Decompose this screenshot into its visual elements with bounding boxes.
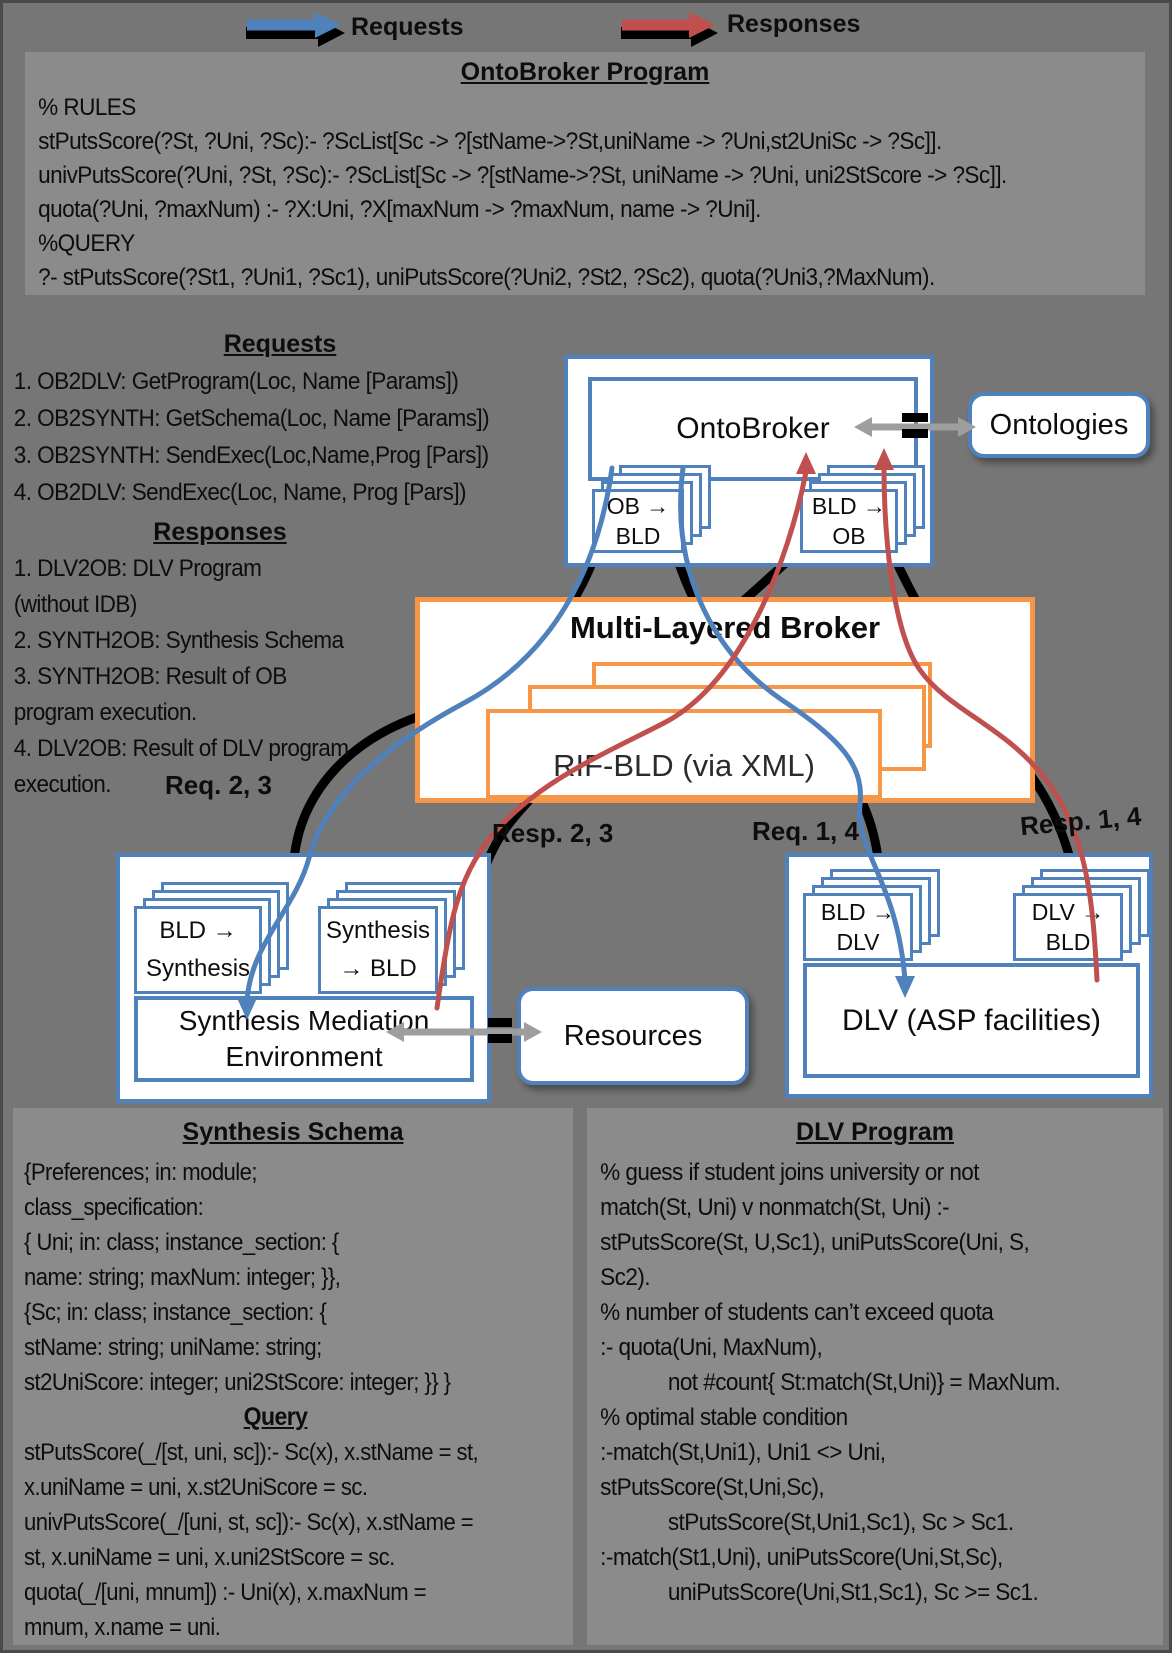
- dlv-line: stPutsScore(St, U,Sc1), uniPutsScore(Uni…: [600, 1229, 1030, 1256]
- ob-to-bld-converter-stack: OB → BLD: [592, 465, 711, 553]
- synthesis-mediation-box: Synthesis Mediation Environment: [134, 996, 474, 1082]
- requests-list-title: Requests: [223, 330, 337, 358]
- request-item: 4. OB2DLV: SendExec(Loc, Name, Prog [Par…: [13, 479, 467, 506]
- dlv-line: stPutsScore(St,Uni1,Sc1), Sc > Sc1.: [667, 1509, 1014, 1536]
- query-line: mnum, x.name = uni.: [24, 1614, 221, 1641]
- card-label-line: DLV →: [1031, 899, 1105, 925]
- edge-label-resp23: Resp. 2, 3: [492, 818, 614, 848]
- query-line: st, x.uniName = uni, x.uni2StScore = sc.: [24, 1544, 395, 1571]
- card-label-line: BLD →: [159, 917, 237, 944]
- dlv-program-block: DLV Program % guess if student joins uni…: [587, 1118, 1163, 1610]
- ontologies-label: Ontologies: [989, 408, 1129, 441]
- card-label-line: OB: [832, 523, 866, 549]
- bld-to-synthesis-converter-stack: BLD → Synthesis: [134, 882, 289, 994]
- card-label-line: BLD: [1045, 929, 1091, 955]
- dlv-line: Sc2).: [600, 1264, 651, 1291]
- ontobroker-label: OntoBroker: [676, 412, 830, 445]
- query-line: x.uniName = uni, x.st2UniScore = sc.: [24, 1474, 368, 1501]
- dlv-line: :-match(St,Uni1), Uni1 <> Uni,: [600, 1439, 886, 1466]
- response-item: program execution.: [13, 699, 198, 726]
- dlv-line: % optimal stable condition: [600, 1404, 848, 1431]
- query-line: stPutsScore(_/[st, uni, sc]):- Sc(x), x.…: [24, 1439, 479, 1466]
- schema-line: st2UniScore: integer; uni2StScore: integ…: [24, 1369, 451, 1396]
- rule-line: ?- stPutsScore(?St1, ?Uni1, ?Sc1), uniPu…: [38, 264, 935, 291]
- card-label-line: BLD →: [811, 493, 887, 519]
- schema-line: name: string; maxNum: integer; }},: [24, 1264, 341, 1291]
- request-item: 3. OB2SYNTH: SendExec(Loc,Name,Prog [Par…: [13, 442, 489, 469]
- dlv-program-title: DLV Program: [796, 1118, 954, 1146]
- edge-label-resp14: Resp. 1, 4: [1018, 800, 1143, 842]
- rule-line: stPutsScore(?St, ?Uni, ?Sc):- ?ScList[Sc…: [38, 128, 942, 155]
- synthesis-mediation-label-line1: Synthesis Mediation: [178, 1005, 430, 1036]
- rif-card-front: RIF-BLD (via XML): [486, 709, 882, 799]
- dlv-line: :-match(St1,Uni), uniPutsScore(Uni,St,Sc…: [600, 1544, 1003, 1571]
- requests-list: Requests 1. OB2DLV: GetProgram(Loc, Name…: [10, 330, 550, 511]
- synthesis-schema-panel: [13, 1108, 573, 1645]
- bld-to-dlv-converter-stack: BLD → DLV: [803, 869, 940, 961]
- rule-line: %QUERY: [38, 230, 135, 257]
- bld-to-ob-converter-stack: BLD → OB: [800, 465, 925, 553]
- ontologies-box: Ontologies: [968, 392, 1150, 458]
- schema-line: {Sc; in: class; instance_section: {: [24, 1299, 327, 1326]
- responses-arrow-icon: [621, 12, 718, 47]
- dlv-line: % guess if student joins university or n…: [600, 1159, 979, 1186]
- schema-line: { Uni; in: class; instance_section: {: [24, 1229, 339, 1256]
- response-item: execution.: [13, 771, 112, 798]
- edge-label-req23: Req. 2, 3: [165, 770, 272, 800]
- response-item: 2. SYNTH2OB: Synthesis Schema: [13, 627, 344, 654]
- responses-list-title: Responses: [153, 518, 287, 546]
- synthesis-mediation-label-line2: Environment: [225, 1041, 383, 1072]
- query-line: quota(_/[uni, mnum]) :- Uni(x), x.maxNum…: [24, 1579, 427, 1606]
- schema-line: stName: string; uniName: string;: [24, 1334, 322, 1361]
- dlv-line: stPutsScore(St,Uni,Sc),: [600, 1474, 825, 1501]
- query-title: Query: [243, 1403, 308, 1431]
- rif-bld-label: RIF-BLD (via XML): [553, 748, 815, 783]
- dlv-line: not #count{ St:match(St,Uni)} = MaxNum.: [667, 1369, 1061, 1396]
- dlv-line: match(St, Uni) v nonmatch(St, Uni) :-: [600, 1194, 950, 1221]
- schema-line: {Preferences; in: module;: [24, 1159, 257, 1186]
- responses-list: Responses 1. DLV2OB: DLV Program (withou…: [10, 518, 430, 803]
- rule-line: univPutsScore(?Uni, ?St, ?Sc):- ?ScList[…: [38, 162, 1007, 189]
- rule-line: quota(?Uni, ?maxNum) :- ?X:Uni, ?X[maxNu…: [38, 196, 761, 223]
- request-item: 1. OB2DLV: GetProgram(Loc, Name [Params]…: [13, 368, 459, 395]
- dlv-program-panel: [587, 1108, 1163, 1645]
- card-label-line: Synthesis: [145, 955, 251, 982]
- legend-requests-label: Requests: [351, 13, 464, 41]
- dlv-label: DLV (ASP facilities): [842, 1003, 1101, 1037]
- response-item: 3. SYNTH2OB: Result of OB: [13, 663, 288, 690]
- dlv-to-bld-converter-stack: DLV → BLD: [1013, 869, 1150, 961]
- requests-arrow-icon: [246, 12, 345, 47]
- legend-responses-label: Responses: [727, 10, 861, 38]
- response-item: 1. DLV2OB: DLV Program: [13, 555, 262, 582]
- card-label-line: → BLD: [339, 955, 417, 982]
- response-item: (without IDB): [13, 591, 138, 618]
- resources-label: Resources: [563, 1019, 703, 1052]
- synthesis-schema-title: Synthesis Schema: [182, 1118, 404, 1146]
- resources-box: Resources: [517, 987, 749, 1085]
- schema-line: class_specification:: [24, 1194, 204, 1221]
- dlv-line: :- quota(Uni, MaxNum),: [600, 1334, 823, 1361]
- dlv-line: % number of students can’t exceed quota: [600, 1299, 994, 1326]
- card-label-line: DLV: [836, 929, 880, 955]
- synthesis-to-bld-converter-stack: Synthesis → BLD: [318, 882, 465, 994]
- card-label-line: BLD: [615, 523, 661, 549]
- card-label-line: OB →: [606, 493, 670, 519]
- ontobroker-program-panel: [25, 52, 1145, 295]
- ontobroker-program-title: OntoBroker Program: [460, 58, 710, 86]
- card-label-line: Synthesis: [325, 917, 431, 944]
- edge-label-req14: Req. 1, 4: [752, 816, 859, 846]
- card-label-line: BLD →: [820, 899, 896, 925]
- query-line: univPutsScore(_/[uni, st, sc]):- Sc(x), …: [24, 1509, 474, 1536]
- ontobroker-program-block: OntoBroker Program % RULES stPutsScore(?…: [25, 58, 1145, 295]
- multi-layered-broker-title: Multi-Layered Broker: [569, 610, 881, 645]
- dlv-line: uniPutsScore(Uni,St1,Sc1), Sc >= Sc1.: [667, 1579, 1039, 1606]
- synthesis-schema-block: Synthesis Schema {Preferences; in: modul…: [13, 1118, 573, 1645]
- response-item: 4. DLV2OB: Result of DLV program: [13, 735, 349, 762]
- rule-line: % RULES: [38, 94, 136, 121]
- request-item: 2. OB2SYNTH: GetSchema(Loc, Name [Params…: [13, 405, 490, 432]
- dlv-box: DLV (ASP facilities): [803, 963, 1140, 1078]
